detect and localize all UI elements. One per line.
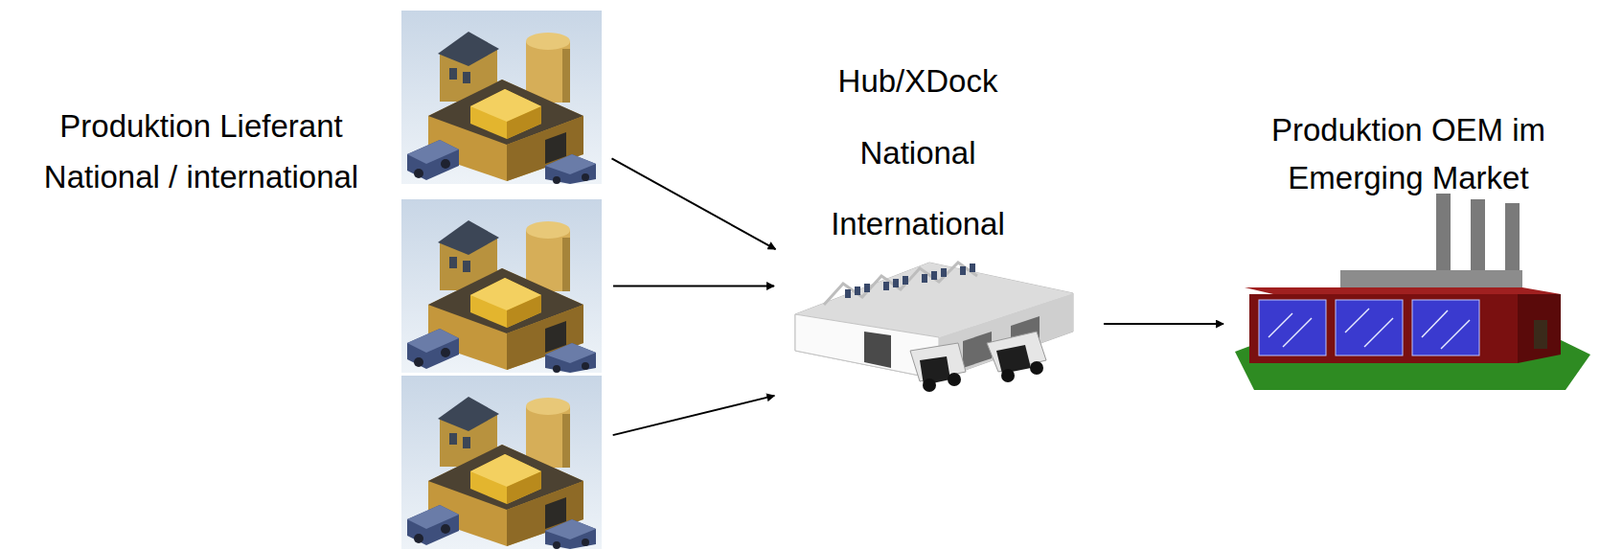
node-label: Produktion Lieferant National / internat… [14, 100, 389, 203]
supplier-factory [401, 199, 602, 373]
flow-arrow [613, 395, 776, 435]
node-label: International [774, 205, 1062, 244]
node-label: Hub/XDock [774, 62, 1062, 101]
node-label: Produktion OEM im Emerging Market [1227, 106, 1590, 203]
supplier-factory [401, 375, 602, 549]
node-label: National [774, 134, 1062, 173]
hub-warehouse: Hub/XDockNationalInternational [785, 254, 1093, 393]
flow-arrow [613, 285, 775, 288]
supplier-factory: Produktion Lieferant National / internat… [401, 10, 602, 184]
flow-arrow [611, 158, 776, 250]
oem-factory: Produktion OEM im Emerging Market [1234, 193, 1591, 404]
flow-arrow [1103, 322, 1224, 325]
